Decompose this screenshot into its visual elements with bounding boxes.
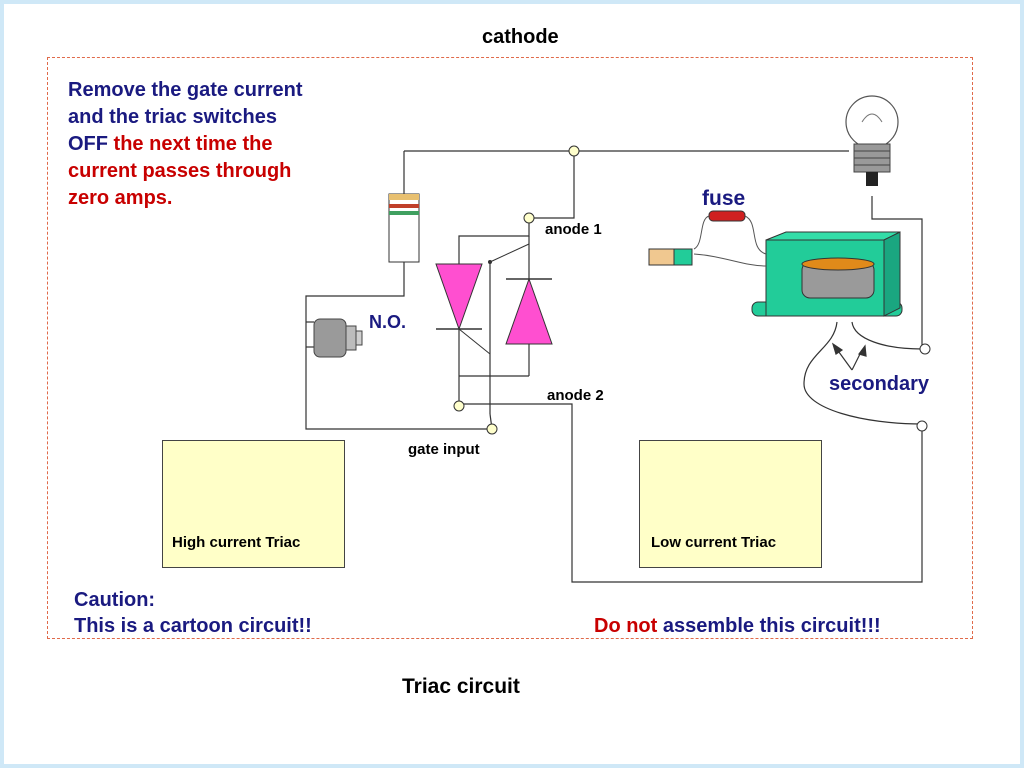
terminal-top — [568, 145, 580, 157]
plug-icon — [648, 248, 693, 266]
low-current-triac-label: Low current Triac — [651, 534, 777, 551]
figure-caption: Triac circuit — [402, 675, 520, 698]
note-line-1: Remove the gate current — [68, 79, 303, 101]
high-current-triac-label: High current Triac — [172, 534, 301, 551]
top-label: cathode — [482, 26, 559, 48]
terminal-anode-1 — [523, 212, 535, 224]
secondary-label: secondary — [829, 373, 930, 395]
triac-symbol — [435, 236, 553, 430]
secondary-arrows — [831, 342, 867, 371]
no-label: N.O. — [369, 312, 407, 332]
fuse-icon — [693, 210, 767, 267]
terminal-secondary-2 — [916, 420, 928, 432]
anode-1-label: anode 1 — [545, 221, 602, 238]
anode-2-label: anode 2 — [547, 387, 604, 404]
note-line-5: zero amps. — [68, 187, 173, 209]
fuse-label: fuse — [702, 187, 746, 210]
cartridge-component — [388, 193, 420, 263]
triac-diode-right — [505, 277, 553, 345]
note-line-4: current passes through — [68, 160, 292, 182]
note-line-3: OFF the next time the — [68, 133, 273, 155]
terminal-gate — [486, 423, 498, 435]
note-line-2: and the triac switches — [68, 106, 277, 128]
diagram-frame — [47, 57, 973, 639]
high-current-triac-box — [162, 440, 345, 568]
low-current-triac-box — [639, 440, 822, 568]
terminals — [453, 145, 931, 435]
caution-title: Caution: — [74, 589, 156, 611]
caution-text: This is a cartoon circuit!! — [74, 615, 312, 637]
transformer-icon — [751, 231, 903, 317]
bulb-icon — [845, 95, 899, 186]
circuit-wires — [305, 150, 923, 583]
terminal-secondary-1 — [919, 343, 931, 355]
gate-input-label: gate input — [408, 441, 480, 458]
warning-text: Do not assemble this circuit!!! — [594, 615, 881, 637]
terminal-anode-2 — [453, 400, 465, 412]
triac-diode-left — [435, 263, 483, 331]
push-button-switch — [313, 318, 363, 358]
